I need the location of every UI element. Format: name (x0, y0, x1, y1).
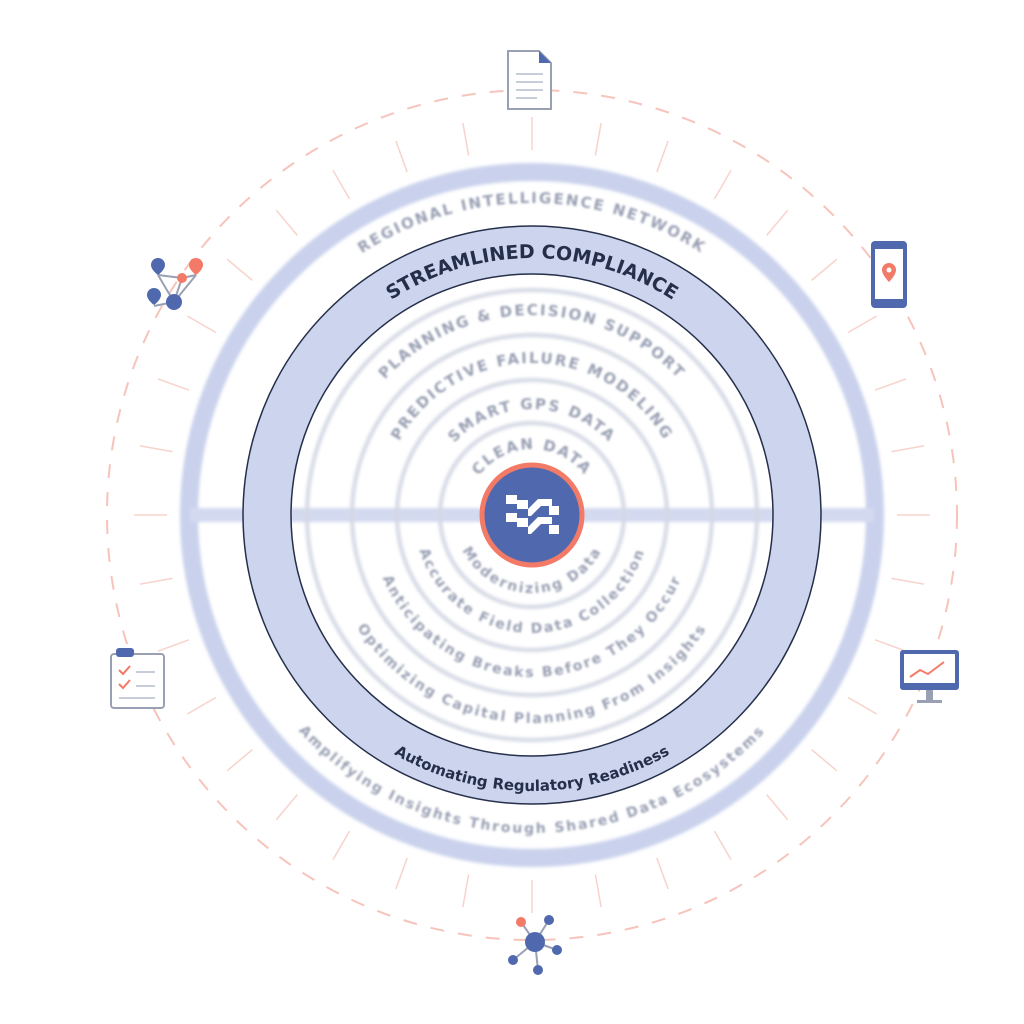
radial-tick (766, 209, 789, 236)
band-outer-line (242, 225, 822, 805)
center-logo (479, 462, 585, 568)
outer-dashed-ring (106, 89, 958, 941)
radial-tick (332, 169, 351, 200)
document-icon (507, 50, 552, 110)
radial-tick (462, 122, 470, 156)
radial-tick (811, 258, 838, 281)
inner-circle-1 (305, 288, 759, 742)
radial-tick (139, 577, 173, 585)
radial-tick (874, 378, 907, 391)
radial-tick (713, 169, 732, 200)
radial-tick (766, 794, 789, 821)
radial-tick (891, 577, 925, 585)
band-inner-line (290, 273, 774, 757)
radial-tick (713, 830, 732, 861)
radial-tick (157, 378, 190, 391)
mobile-location-icon (871, 241, 907, 308)
radial-tick (874, 639, 907, 652)
checklist-icon (110, 648, 165, 709)
radial-tick (462, 874, 470, 908)
radial-tick (594, 122, 602, 156)
radial-tick (594, 874, 602, 908)
radial-tick (656, 857, 669, 890)
radial-tick (847, 696, 878, 715)
radial-tick (332, 830, 351, 861)
radial-tick (656, 140, 669, 173)
radial-tick (891, 445, 925, 453)
radial-tick (811, 749, 838, 772)
radial-tick (847, 315, 878, 334)
radial-tick (186, 696, 217, 715)
radial-tick (275, 794, 298, 821)
inner-circle-3 (395, 378, 669, 652)
radial-tick (226, 749, 253, 772)
zigzag-logo-icon (506, 495, 559, 534)
map-pins-network-icon (147, 258, 203, 310)
compliance-band (243, 226, 821, 804)
radial-tick (157, 639, 190, 652)
radial-tick (226, 258, 253, 281)
monitor-chart-icon (900, 650, 959, 703)
radial-tick (139, 445, 173, 453)
network-nodes-icon (508, 915, 562, 975)
outer-ring (180, 163, 884, 867)
inner-circle-4 (438, 421, 626, 609)
radial-tick (395, 857, 408, 890)
radial-tick (275, 209, 298, 236)
dashed-circle (106, 89, 958, 941)
inner-circle-2 (350, 333, 714, 697)
radial-tick (395, 140, 408, 173)
radial-tick (186, 315, 217, 334)
